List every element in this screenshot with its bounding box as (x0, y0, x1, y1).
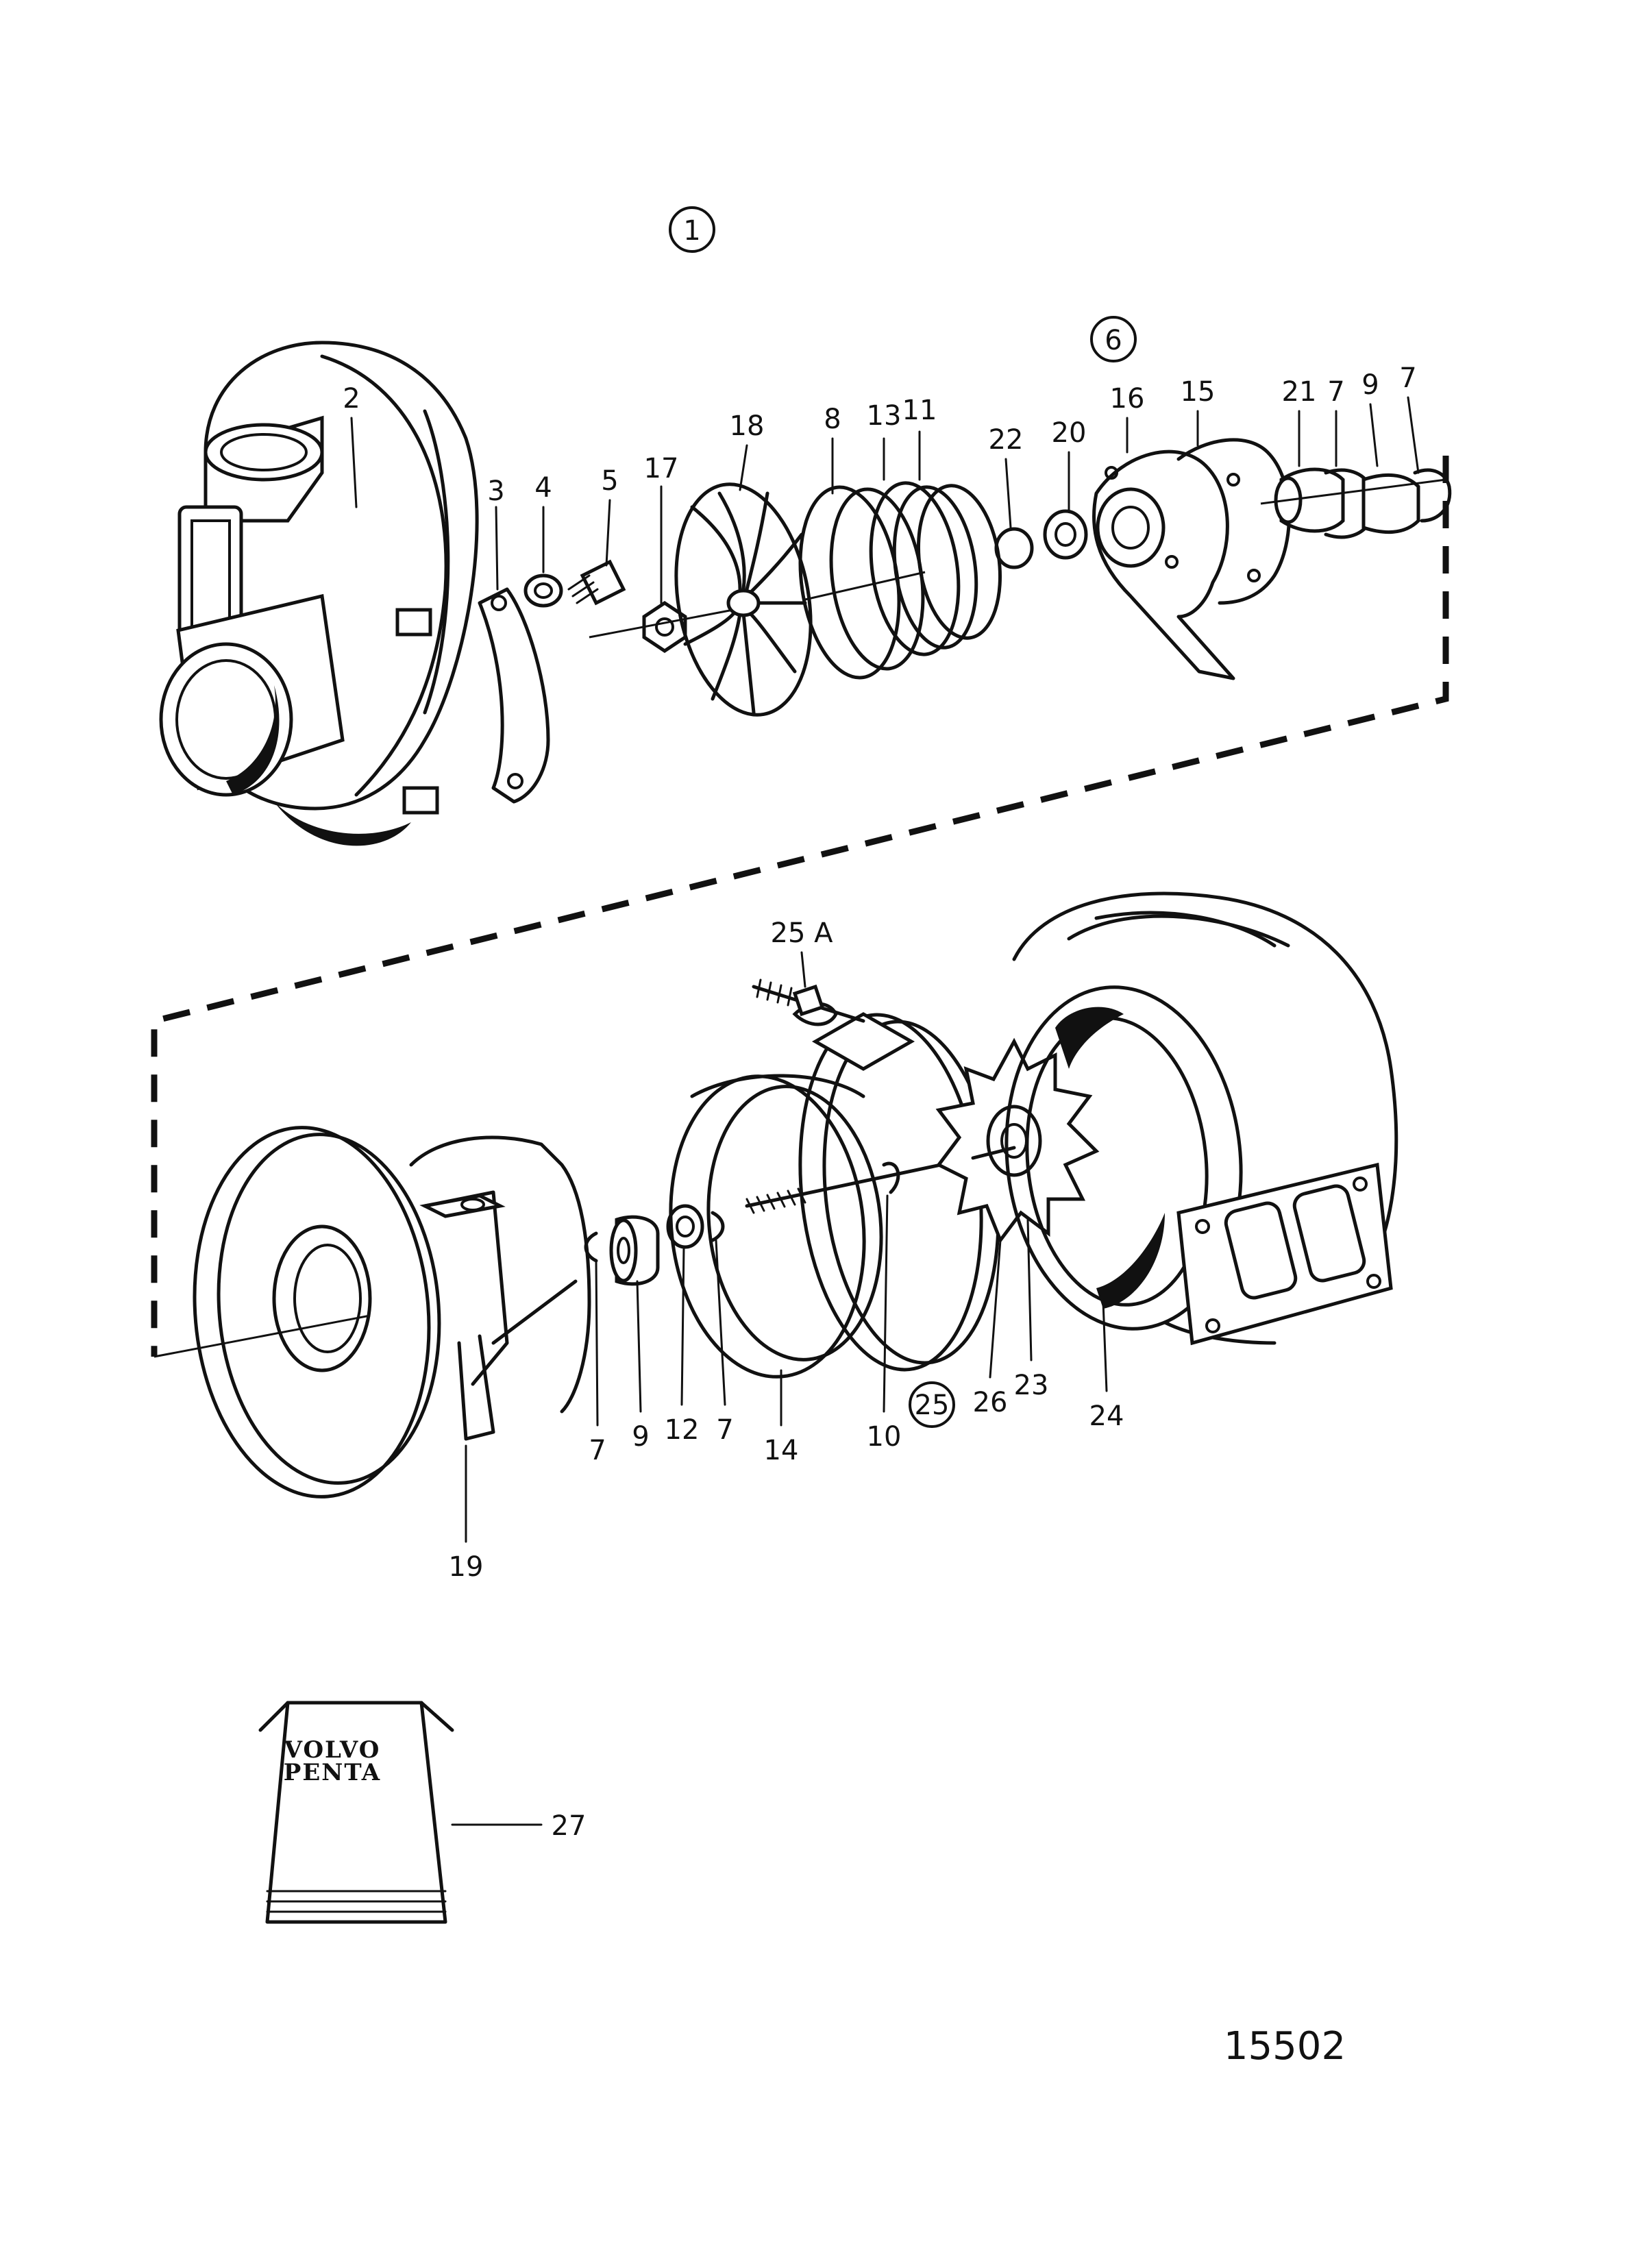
washer (523, 574, 563, 608)
svg-text:25: 25 (915, 1390, 950, 1421)
snap-ring (994, 527, 1034, 569)
part-label: 5 (601, 465, 618, 497)
part-label: 10 (867, 1421, 902, 1453)
compressor-wheel (674, 482, 813, 717)
compressor-housing (159, 341, 479, 846)
part-label: 21 (1282, 376, 1317, 408)
group-label-25: 25 (909, 1381, 955, 1428)
part-label: 22 (989, 424, 1024, 456)
part-label: 18 (730, 410, 765, 442)
part-label: 11 (902, 395, 937, 426)
svg-text:1: 1 (683, 215, 700, 247)
part-label: 3 (487, 476, 504, 507)
part-label: 7 (1327, 376, 1344, 408)
turbine-housing (1004, 891, 1398, 1346)
part-label: 7 (589, 1435, 606, 1466)
turbine-shaft (745, 1156, 975, 1214)
part-label: 24 (1089, 1401, 1124, 1432)
bearing-housing (193, 1126, 591, 1499)
clamp-bolt (752, 978, 865, 1023)
part-label: 7 (716, 1414, 733, 1446)
group-label-6: 6 (1090, 316, 1137, 362)
box-brand-line2: PENTA (284, 1759, 381, 1786)
part-label: 4 (534, 472, 552, 504)
seal-rings (798, 481, 1002, 680)
lock-plate (478, 587, 550, 804)
shaft-small-parts (584, 1204, 725, 1286)
back-plate (1092, 449, 1235, 680)
part-label: 17 (644, 453, 679, 484)
part-label: 13 (867, 400, 902, 432)
part-label: 20 (1052, 417, 1087, 449)
part-label: 26 (973, 1387, 1008, 1418)
part-label: 16 (1110, 383, 1145, 415)
part-label: 12 (665, 1414, 700, 1446)
leader-lines (350, 396, 1420, 1826)
heat-shield (1176, 438, 1291, 605)
seal-plate (669, 1074, 883, 1379)
figure-number: 15502 (1224, 2024, 1346, 2069)
piston-ring (882, 1161, 900, 1194)
part-label: 27 (552, 1810, 587, 1842)
box-brand-line1: VOLVO (284, 1736, 381, 1764)
thrust-collar (1043, 509, 1088, 560)
part-label: 19 (449, 1551, 484, 1583)
svg-text:6: 6 (1105, 325, 1122, 356)
part-label: 23 (1014, 1370, 1049, 1401)
service-kit-envelope (258, 1701, 454, 1924)
assembly-connector-dashed (151, 456, 1449, 1357)
part-label: 2 (343, 383, 360, 415)
part-label: 14 (764, 1435, 799, 1466)
part-label: 9 (1361, 369, 1379, 401)
journal-bearings (1274, 467, 1452, 539)
part-label: 8 (824, 404, 841, 435)
part-label: 9 (632, 1421, 649, 1453)
part-label: 15 (1181, 376, 1216, 408)
group-label-1: 1 (669, 206, 715, 253)
screw (567, 559, 626, 606)
part-label: 7 (1399, 362, 1416, 394)
part-labels: 2 3 4 5 17 18 8 13 11 22 20 16 15 21 7 9… (343, 362, 1416, 1842)
part-label: 25 A (771, 917, 834, 949)
